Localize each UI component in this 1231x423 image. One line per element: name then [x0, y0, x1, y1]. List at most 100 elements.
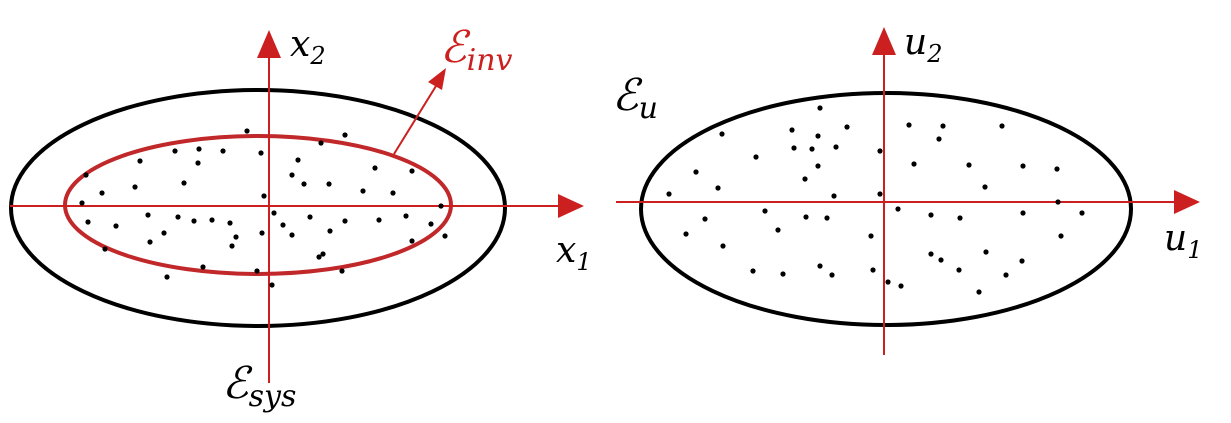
sample-point — [683, 231, 689, 237]
sample-point — [261, 193, 267, 199]
sample-point — [318, 140, 324, 146]
sample-point — [390, 190, 396, 196]
sample-point — [982, 184, 988, 190]
inv-pointer-arrowhead — [428, 68, 446, 90]
sample-point — [715, 185, 721, 191]
sample-point — [259, 230, 265, 236]
sample-point — [258, 150, 264, 156]
sample-point — [940, 123, 946, 129]
sample-point — [196, 146, 202, 152]
inv-set-label: ℰinv — [440, 22, 513, 78]
sample-point — [844, 124, 850, 130]
sample-point — [928, 212, 934, 218]
right-panel: u2 u1 ℰu — [612, 22, 1202, 355]
sample-point — [809, 146, 815, 152]
sample-point — [147, 239, 153, 245]
sample-point — [85, 219, 91, 225]
sample-point — [753, 154, 759, 160]
sample-point — [113, 223, 119, 229]
sample-point — [339, 268, 345, 274]
sample-point — [1019, 258, 1025, 264]
sample-point — [693, 169, 699, 175]
sample-point — [409, 238, 415, 244]
sample-point — [289, 172, 295, 178]
u2-axis-arrowhead — [872, 27, 896, 55]
sample-point — [885, 279, 891, 285]
sample-point — [720, 243, 726, 249]
sample-point — [906, 122, 912, 128]
sample-point — [898, 283, 904, 289]
sample-point — [233, 234, 239, 240]
sample-point — [320, 251, 326, 257]
sample-point — [271, 210, 277, 216]
sample-point — [815, 163, 821, 169]
sample-point — [831, 193, 837, 199]
sample-point — [1058, 233, 1064, 239]
inv-pointer-line — [393, 85, 437, 155]
sample-point — [360, 188, 366, 194]
sample-point — [1020, 210, 1026, 216]
sample-point — [868, 233, 874, 239]
outer-ellipse-sys — [9, 88, 507, 328]
sample-point — [280, 222, 286, 228]
sample-point — [442, 233, 448, 239]
sample-point — [161, 230, 167, 236]
sample-point — [254, 268, 260, 274]
u1-axis-arrowhead — [1174, 190, 1200, 214]
x1-axis-arrowhead — [558, 194, 584, 218]
sample-point — [316, 254, 322, 260]
x2-axis-label: x2 — [290, 24, 326, 70]
sample-point — [376, 217, 382, 223]
sample-point — [164, 274, 170, 280]
sample-point — [999, 123, 1005, 129]
sample-point — [372, 165, 378, 171]
sample-point — [327, 228, 333, 234]
left-sample-points — [79, 128, 448, 288]
sample-point — [175, 214, 181, 220]
sample-point — [83, 172, 89, 178]
sample-point — [102, 246, 108, 252]
sample-point — [791, 145, 797, 151]
sample-point — [1055, 199, 1061, 205]
sys-set-label: ℰsys — [222, 358, 296, 414]
sample-point — [227, 220, 233, 226]
sample-point — [326, 181, 332, 187]
u-set-label: ℰu — [612, 70, 658, 126]
sample-point — [301, 181, 307, 187]
x1-axis-label: x1 — [556, 230, 592, 276]
sample-point — [803, 214, 809, 220]
sample-point — [983, 249, 989, 255]
sample-point — [438, 203, 444, 209]
sample-point — [137, 158, 143, 164]
sample-point — [802, 176, 808, 182]
sample-point — [244, 128, 250, 134]
sample-point — [269, 282, 275, 288]
sample-point — [200, 264, 206, 270]
sample-point — [1003, 272, 1009, 278]
sample-point — [956, 267, 962, 273]
sample-point — [829, 272, 835, 278]
sample-point — [817, 105, 823, 111]
sample-point — [911, 161, 917, 167]
sample-point — [428, 221, 434, 227]
sample-point — [870, 267, 876, 273]
sample-point — [191, 218, 197, 224]
sample-point — [172, 148, 178, 154]
sample-point — [229, 243, 235, 249]
sample-point — [195, 160, 201, 166]
sample-point — [762, 208, 768, 214]
u1-axis-label: u1 — [1164, 218, 1202, 264]
sample-point — [775, 227, 781, 233]
sample-point — [789, 127, 795, 133]
u2-axis-label: u2 — [904, 22, 942, 68]
sample-point — [209, 217, 215, 223]
sample-point — [342, 218, 348, 224]
sample-point — [877, 148, 883, 154]
sample-point — [895, 206, 901, 212]
sample-point — [928, 251, 934, 257]
sample-point — [1054, 166, 1060, 172]
sample-point — [966, 162, 972, 168]
right-sample-points — [666, 105, 1085, 295]
sample-point — [817, 263, 823, 269]
